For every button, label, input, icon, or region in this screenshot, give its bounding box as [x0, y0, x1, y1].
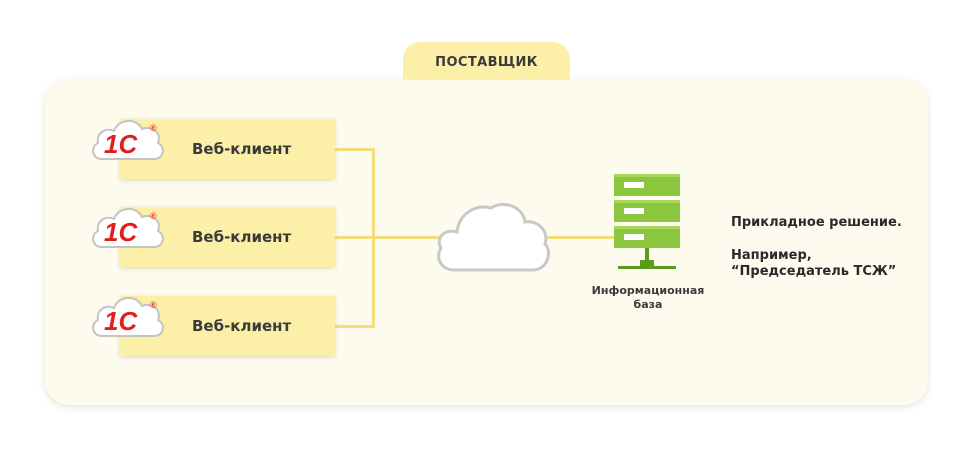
connector-bus-to-cloud — [375, 236, 445, 239]
1c-cloud-logo-icon: 1С ® — [92, 297, 164, 337]
web-client-1: 1С ® Веб-клиент — [92, 119, 335, 179]
logo-text: 1С — [104, 217, 138, 247]
connector-client-3 — [335, 325, 375, 328]
cloud-icon — [437, 203, 550, 272]
database-label-line1: Информационная — [591, 284, 705, 297]
solution-example-name: “Председатель ТСЖ” — [731, 264, 897, 279]
1c-cloud-logo-icon: 1С ® — [92, 120, 164, 160]
database-label-line2: база — [633, 298, 663, 311]
web-client-label: Веб-клиент — [192, 140, 292, 158]
supplier-tab: ПОСТАВЩИК — [403, 42, 570, 80]
server-icon — [614, 174, 680, 269]
logo-mark: ® — [150, 300, 157, 310]
web-client-3: 1С ® Веб-клиент — [92, 296, 335, 356]
logo-mark: ® — [150, 211, 157, 221]
web-client-label: Веб-клиент — [192, 228, 292, 246]
web-client-2: 1С ® Веб-клиент — [92, 207, 335, 267]
logo-text: 1С — [104, 129, 138, 159]
connector-client-1 — [335, 148, 375, 151]
database-label: Информационная база — [586, 284, 710, 312]
solution-example-label: Например, — [731, 248, 812, 263]
connector-bus — [372, 148, 375, 328]
solution-title: Прикладное решение. — [731, 215, 902, 230]
1c-cloud-logo-icon: 1С ® — [92, 208, 164, 248]
logo-text: 1С — [104, 306, 138, 336]
logo-mark: ® — [150, 123, 157, 133]
connector-cloud-to-db — [545, 236, 615, 239]
web-client-label: Веб-клиент — [192, 317, 292, 335]
supplier-tab-label: ПОСТАВЩИК — [435, 54, 538, 70]
connector-client-2 — [335, 236, 375, 239]
